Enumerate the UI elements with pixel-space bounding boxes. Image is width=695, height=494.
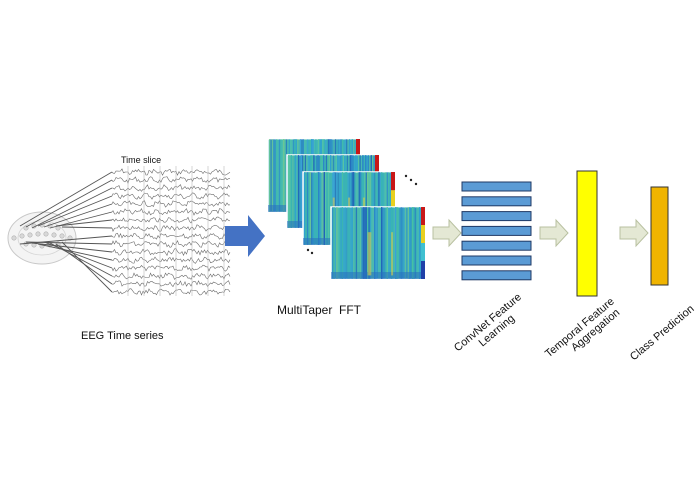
connection-line	[31, 242, 113, 253]
eeg-trace	[111, 232, 231, 240]
eeg-trace	[111, 248, 231, 257]
arrow-right-icon	[619, 218, 649, 248]
spectrogram-panel	[330, 206, 426, 280]
convnet-block	[461, 181, 532, 192]
temporal-feature-bar	[576, 170, 598, 297]
connection-line	[37, 243, 113, 261]
eeg-trace	[111, 256, 231, 264]
connection-line	[49, 242, 113, 277]
connection-line	[61, 241, 113, 293]
convnet-block	[461, 196, 532, 207]
electrode-connection-lines	[19, 171, 113, 293]
electrode-dot	[35, 231, 41, 237]
connection-line	[37, 195, 113, 227]
multitaper-fft-label: MultiTaper FFT	[277, 303, 362, 317]
electrode-dot	[19, 233, 25, 239]
eeg-trace	[111, 200, 231, 208]
ellipsis-dots	[306, 174, 418, 255]
arrow-right-icon	[539, 218, 569, 248]
eeg-trace	[111, 224, 231, 232]
eeg-time-grid	[127, 166, 225, 296]
eeg-trace	[111, 280, 231, 288]
eeg-time-series-traces	[111, 168, 231, 296]
eeg-time-series-label: EEG Time series	[81, 330, 164, 342]
eeg-trace	[111, 176, 231, 185]
eeg-trace	[111, 192, 231, 200]
convnet-block	[461, 270, 532, 281]
eeg-trace	[111, 216, 231, 224]
spectrogram-stack	[267, 138, 426, 280]
electrode-dot	[67, 235, 73, 241]
connection-line	[19, 171, 113, 227]
convnet-block	[461, 240, 532, 251]
eeg-trace	[111, 184, 231, 192]
arrow-right-icon	[432, 218, 462, 248]
convnet-block	[461, 211, 532, 222]
eeg-trace	[111, 264, 231, 272]
connection-line	[55, 219, 113, 227]
convnet-block	[461, 225, 532, 236]
eeg-trace	[111, 288, 231, 296]
electrode-dot	[43, 231, 49, 237]
convnet-feature-blocks	[461, 181, 532, 281]
electrode-dot	[59, 233, 65, 239]
eeg-trace	[111, 272, 231, 280]
electrode-dot	[11, 235, 17, 241]
convnet-block	[461, 255, 532, 266]
electrode-dot	[51, 232, 57, 238]
connection-line	[25, 179, 113, 228]
time-slice-label: Time slice	[121, 155, 162, 165]
eeg-trace	[111, 208, 231, 216]
connection-line	[61, 226, 113, 229]
electrode-dot	[27, 232, 33, 238]
eeg-trace	[111, 168, 231, 176]
connection-line	[43, 203, 113, 228]
connection-line	[25, 241, 113, 245]
arrow-right-icon	[225, 215, 265, 257]
class-prediction-bar	[650, 186, 669, 286]
connection-line	[31, 187, 113, 229]
eeg-trace	[111, 240, 231, 248]
